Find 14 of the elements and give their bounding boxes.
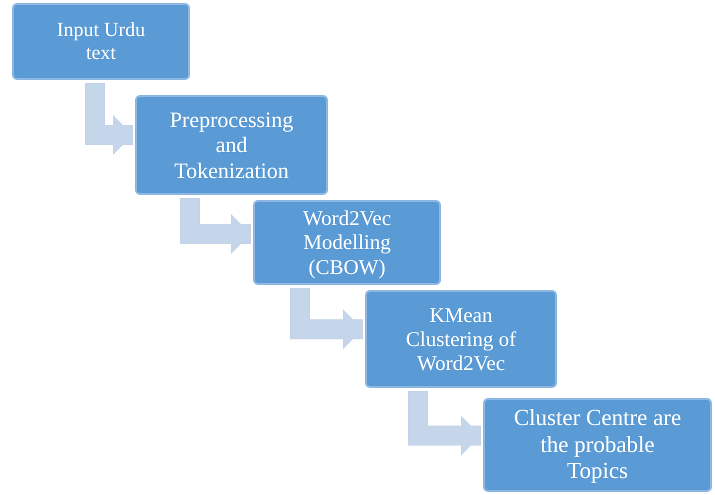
process-box	[253, 200, 441, 285]
bent-arrow	[85, 83, 133, 155]
process-box	[12, 3, 190, 80]
step-label: Preprocessing and Tokenization	[168, 107, 294, 183]
step-label: Word2Vec Modelling (CBOW)	[302, 206, 392, 279]
bent-arrow	[408, 391, 481, 456]
step-label: Input Urdu text	[56, 18, 146, 64]
process-box	[483, 398, 712, 492]
process-box	[365, 290, 557, 388]
bent-arrow	[180, 198, 251, 254]
step-label: KMean Clustering of Word2Vec	[404, 302, 518, 376]
process-box	[135, 95, 328, 195]
step-label: Cluster Centre are the probable Topics	[512, 405, 682, 485]
bent-arrow	[290, 288, 363, 350]
